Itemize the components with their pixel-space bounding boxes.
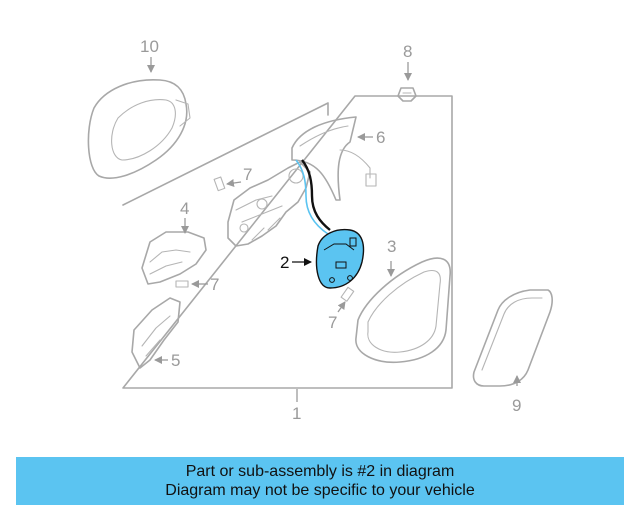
mirror-cover-part	[87, 57, 191, 179]
screw-part-lower	[337, 286, 355, 313]
mirror-bracket-part	[227, 161, 311, 247]
callout-5: 5	[171, 351, 180, 370]
disclaimer-banner: Part or sub-assembly is #2 in diagram Di…	[16, 457, 624, 505]
turn-signal-part	[131, 297, 181, 369]
lower-cover-part	[141, 218, 207, 285]
callout-3: 3	[387, 237, 396, 256]
callout-7-left: 7	[210, 275, 219, 294]
callout-10: 10	[140, 37, 159, 56]
mirror-holder-part	[355, 257, 451, 364]
callout-7-upper: 7	[243, 165, 252, 184]
callout-7-lower: 7	[328, 313, 337, 332]
assembly-outline	[122, 95, 453, 402]
screw-part-left	[175, 280, 208, 288]
actuator-motor-part	[292, 159, 365, 289]
callout-9: 9	[512, 396, 521, 415]
mirror-glass-part	[472, 289, 553, 387]
banner-line-part-number: Part or sub-assembly is #2 in diagram	[185, 463, 455, 480]
callout-8: 8	[403, 42, 412, 61]
callout-2: 2	[280, 253, 289, 272]
callout-1: 1	[292, 404, 301, 423]
banner-line-disclaimer: Diagram may not be specific to your vehi…	[165, 482, 475, 499]
callout-6: 6	[376, 128, 385, 147]
grommet-part	[397, 62, 417, 102]
screw-part-upper	[213, 176, 242, 192]
mirror-base-part	[291, 116, 377, 201]
callout-4: 4	[180, 199, 189, 218]
